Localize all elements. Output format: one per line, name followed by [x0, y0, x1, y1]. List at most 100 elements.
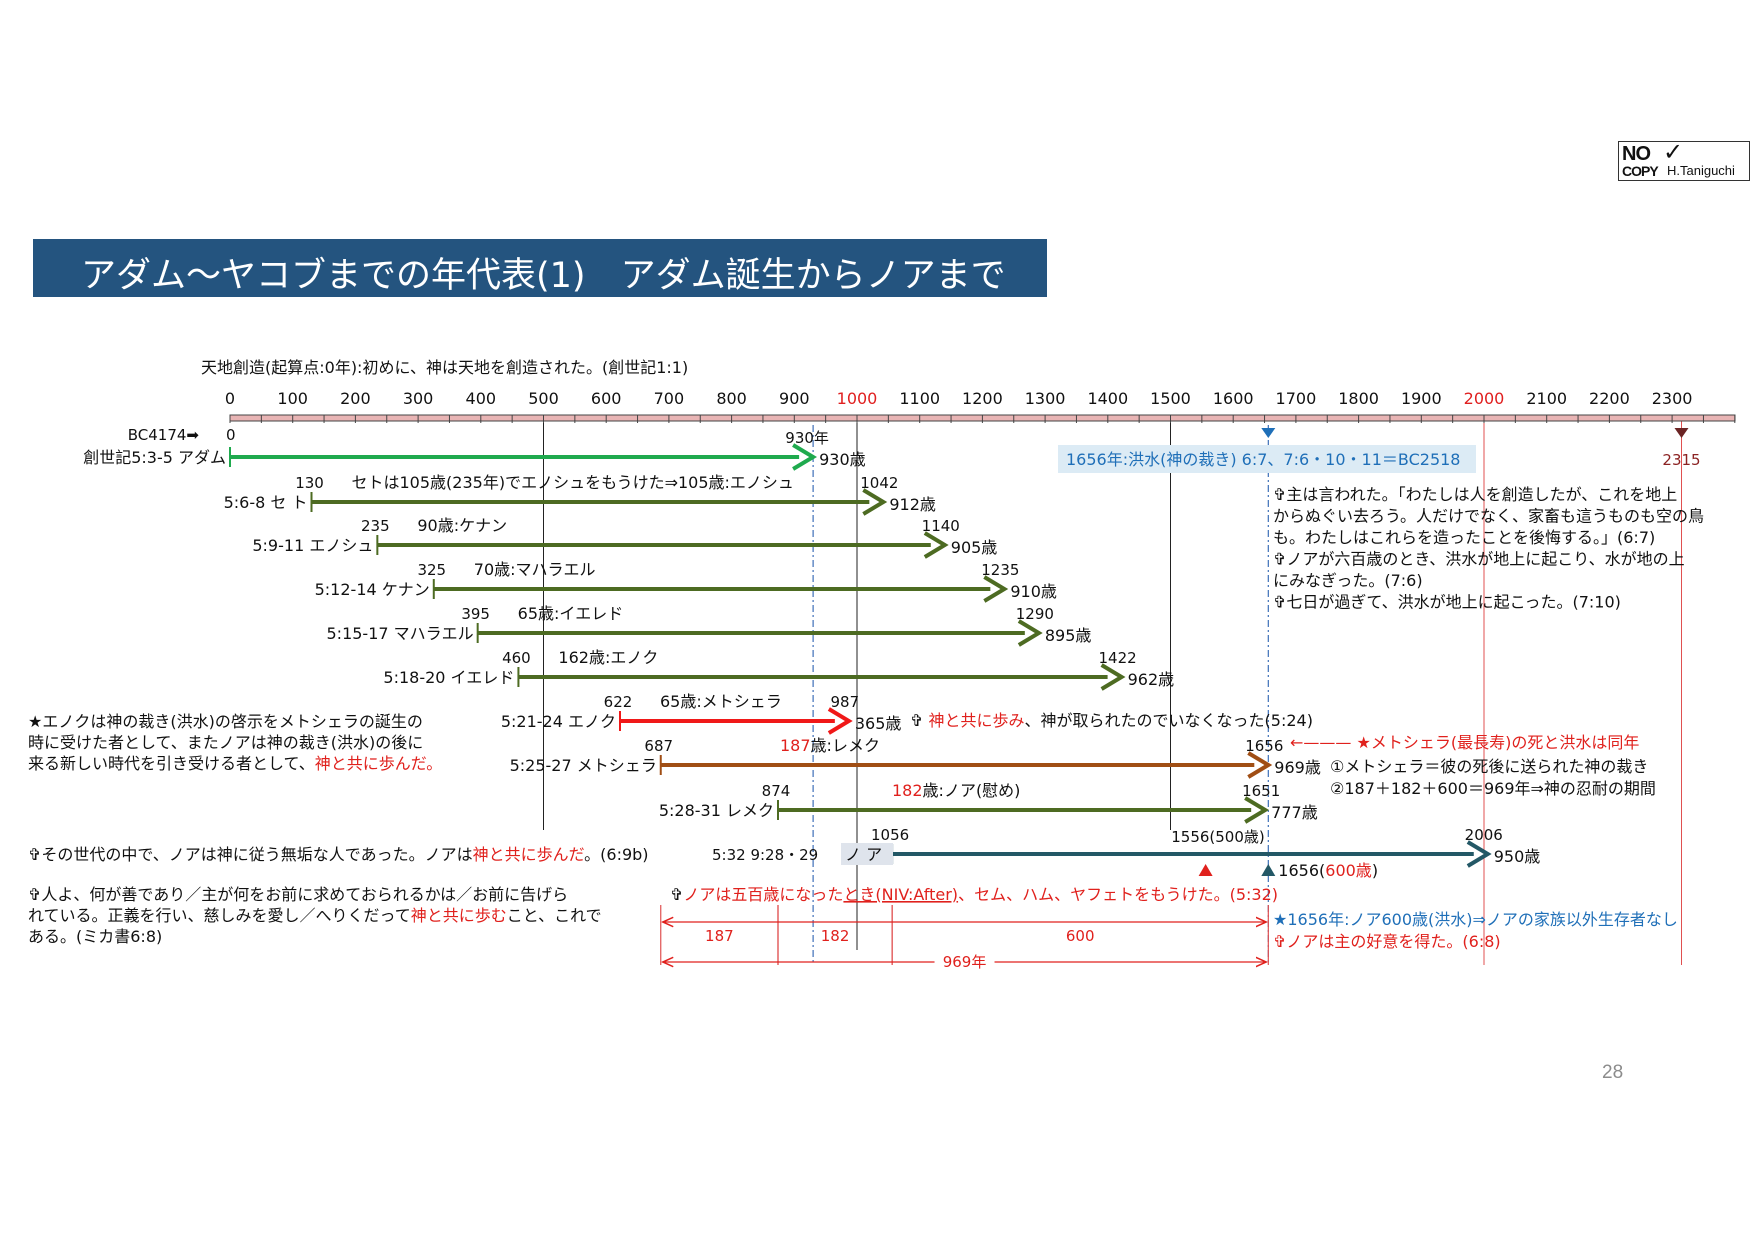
methuselah-sub: ①メトシェラ＝彼の死後に送られた神の裁き — [1330, 757, 1648, 776]
tick-label: 1400 — [1087, 389, 1128, 408]
tick-label: 1900 — [1401, 389, 1442, 408]
right-quote-line: からぬぐい去ろう。人だけでなく、家畜も這うものも空の鳥 — [1273, 507, 1704, 526]
end-year: 1656 — [1245, 737, 1283, 755]
arrow-head — [983, 575, 1009, 603]
start-label: 460 — [502, 649, 531, 667]
marker-2315: 2315 — [1662, 451, 1700, 469]
micah-line: ✞人よ、何が善であり／主が何をお前に求めておられるかは／お前に告げら — [28, 885, 568, 904]
bc-label: BC4174➡ — [128, 426, 200, 444]
end-year: 1422 — [1099, 649, 1137, 667]
person-ref: 5:12-14 ケナン — [315, 580, 430, 599]
right-quote-line: ✞ノアが六百歳のとき、洪水が地上に起こり、水が地の上 — [1273, 550, 1685, 569]
flood-marker-icon — [1261, 428, 1276, 438]
tick-label: 200 — [340, 389, 371, 408]
tick-label: 400 — [466, 389, 497, 408]
annotations: 天地創造(起算点:0年):初めに、神は天地を創造された。(創世記1:1)BC41… — [28, 358, 1704, 951]
end-year: 2006 — [1465, 826, 1503, 844]
end-age: 912歳 — [889, 495, 936, 514]
tick-label: 300 — [403, 389, 434, 408]
title-bar: アダム～ヤコブまでの年代表(1) アダム誕生からノアまで — [33, 239, 1047, 297]
start-label: 874 — [762, 782, 791, 800]
person-note: 187歳:レメク — [780, 736, 880, 755]
end-year: 1235 — [981, 561, 1019, 579]
tick-label: 900 — [779, 389, 810, 408]
arrow-head — [1247, 751, 1273, 779]
start-label: 130 — [295, 474, 324, 492]
micah-line: ある。(ミカ書6:8) — [28, 927, 162, 946]
start-label: 1056 — [871, 826, 909, 844]
start-label: 235 — [361, 517, 390, 535]
arrow-head — [1100, 663, 1126, 691]
flood-box-text: 1656年:洪水(神の裁き) 6:7、7:6・10・11＝BC2518 — [1066, 450, 1461, 469]
person-ref: 5:6-8 セ ト — [224, 493, 308, 512]
start-label: 325 — [417, 561, 446, 579]
marker-2315-icon — [1674, 428, 1689, 438]
enoch-walk-note: ✞ 神と共に歩み、神が取られたのでいなくなった(5:24) — [910, 711, 1313, 730]
flood-up-marker-icon — [1261, 864, 1276, 876]
start-label: 687 — [644, 737, 673, 755]
left-star-line: 時に受けた者として、またノアは神の裁き(洪水)の後に — [28, 733, 423, 752]
end-age: 969歳 — [1274, 758, 1321, 777]
person-name: ノ ア — [845, 845, 882, 864]
arrow-head — [827, 707, 853, 735]
noah-name-bg — [841, 843, 893, 865]
end-age: 962歳 — [1128, 670, 1175, 689]
noah-500-label: 1556(500歳) — [1171, 828, 1265, 846]
end-year: 930年 — [785, 429, 829, 447]
end-age: 895歳 — [1045, 626, 1092, 645]
tick-label: 800 — [716, 389, 747, 408]
bottom-right-grace: ✞ノアは主の好意を得た。(6:8) — [1273, 932, 1501, 951]
right-quote-line: ✞七日が過ぎて、洪水が地上に起こった。(7:10) — [1273, 593, 1621, 612]
logo-author: H.Taniguchi — [1667, 163, 1735, 178]
person-note: 65歳:メトシェラ — [660, 692, 782, 711]
right-quote-line: にみなぎった。(7:6) — [1273, 571, 1423, 590]
tick-label: 1000 — [837, 389, 878, 408]
right-quote-line: も。わたしはこれらを造ったことを後悔する。」(6:7) — [1273, 528, 1655, 547]
page-title: アダム～ヤコブまでの年代表(1) アダム誕生からノアまで — [81, 256, 1006, 296]
left-star-line: ★エノクは神の裁き(洪水)の啓示をメトシェラの誕生の — [28, 712, 423, 731]
tick-label: 1600 — [1213, 389, 1254, 408]
left-star-line: 来る新しい時代を引き受ける者として、神と共に歩んだ。 — [28, 754, 442, 773]
tick-label: 100 — [277, 389, 308, 408]
no-copy-logo: NO ✓ COPY H.Taniguchi — [1618, 139, 1750, 181]
tick-label: 1800 — [1338, 389, 1379, 408]
methuselah-sub: ②187＋182＋600＝969年⇒神の忍耐の期間 — [1330, 779, 1656, 798]
arrow-head — [1244, 796, 1270, 824]
tick-label: 1200 — [962, 389, 1003, 408]
tick-label: 1100 — [899, 389, 940, 408]
person-ref: 5:9-11 エノシュ — [252, 536, 373, 555]
tick-label: 600 — [591, 389, 622, 408]
person-ref: 5:21-24 エノク — [501, 712, 616, 731]
person-note: セトは105歳(235年)でエノシュをもうけた⇒105歳:エノシュ — [352, 473, 794, 492]
right-quote-line: ✞主は言われた。「わたしは人を創造したが、これを地上 — [1273, 485, 1677, 504]
end-year: 1140 — [922, 517, 960, 535]
end-year: 1042 — [860, 474, 898, 492]
person-ref: 5:32 9:28・29 — [712, 846, 818, 864]
red-up-marker-icon — [1198, 864, 1213, 876]
tick-label: 2200 — [1589, 389, 1630, 408]
end-age: 950歳 — [1494, 847, 1541, 866]
check-icon: ✓ — [1663, 139, 1684, 166]
person-note: 162歳:エノク — [558, 648, 658, 667]
bc-zero: 0 — [226, 426, 236, 444]
page-number: 28 — [1602, 1062, 1624, 1083]
person-note: 90歳:ケナン — [417, 516, 507, 535]
arrow-head — [862, 488, 888, 516]
person-ref: 5:18-20 イエレド — [383, 668, 514, 687]
flood-box-bg — [1058, 445, 1476, 473]
noah-500-note: ✞ノアは五百歳になったとき(NIV:After)、セム、ハム、ヤフェトをもうけた… — [670, 885, 1278, 904]
bottom-right-star: ★1656年:ノア600歳(洪水)⇒ノアの家族以外生存者なし — [1273, 910, 1678, 929]
methuselah-note: ←——— ★メトシェラ(最長寿)の死と洪水は同年 — [1290, 733, 1639, 752]
end-year: 987 — [831, 693, 860, 711]
start-label: 622 — [604, 693, 633, 711]
noah-generation-note: ✞その世代の中で、ノアは神に従う無垢な人であった。ノアは神と共に歩んだ。(6:9… — [28, 845, 649, 864]
arrow-head — [1017, 619, 1043, 647]
arrow-head — [792, 443, 817, 471]
arrow-head — [1466, 840, 1492, 868]
person-note: 65歳:イエレド — [518, 604, 624, 623]
logo-copy: COPY — [1622, 163, 1659, 179]
span-label: 187 — [705, 927, 734, 945]
tick-label: 700 — [654, 389, 685, 408]
